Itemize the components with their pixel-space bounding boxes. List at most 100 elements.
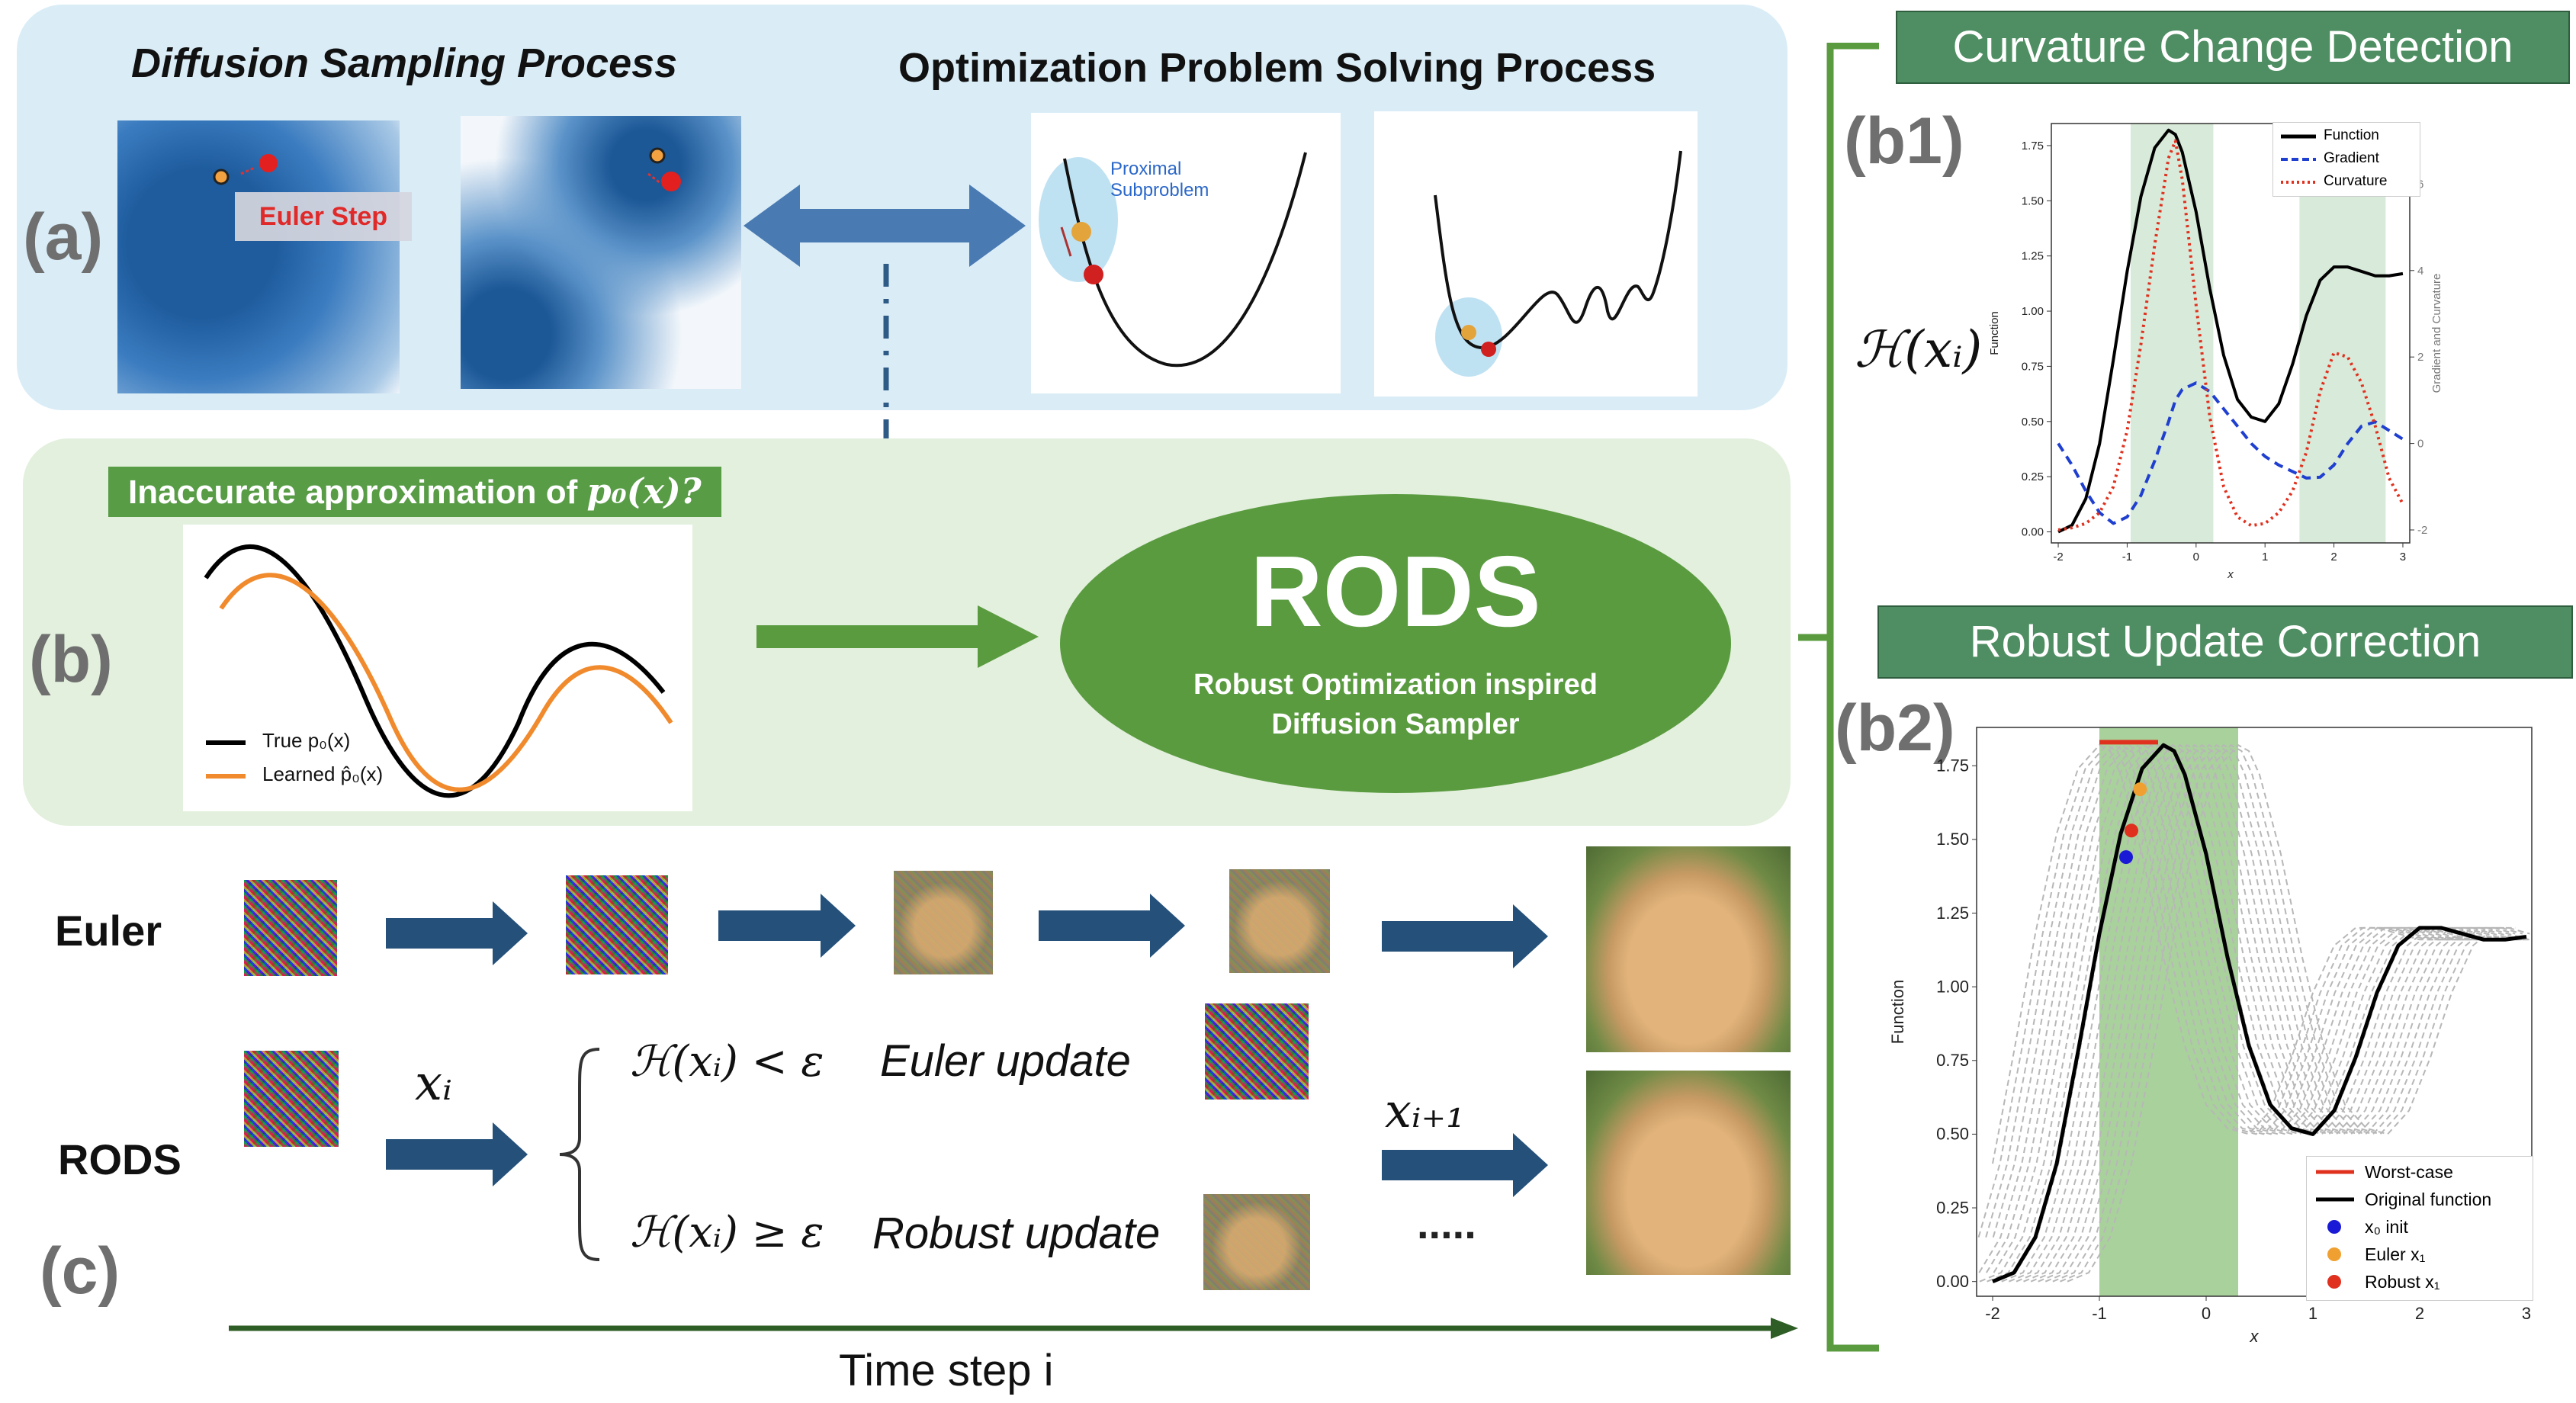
y-axis-label: Function <box>1891 980 1907 1044</box>
y-tick-label-6: 1.50 <box>2022 194 2044 207</box>
question-math: p₀(x)? <box>586 470 702 512</box>
y-tick-label-2: 0.50 <box>1936 1125 1969 1144</box>
rods-subtitle-line1: Robust Optimization inspired <box>1193 669 1598 701</box>
panel-b2-letter: (b2) <box>1835 692 1955 765</box>
panel-b1-letter: (b1) <box>1844 104 1964 178</box>
right-bracket <box>1798 43 1879 1352</box>
y2-tick-label-2: 2 <box>2417 351 2423 364</box>
panel-c-letter: (c) <box>40 1234 120 1308</box>
y-tick-label-0: 0.00 <box>2022 526 2044 539</box>
euler-step-markers <box>213 154 278 185</box>
b2-legend: Worst-case Original function x₀ init Eul… <box>2306 1156 2533 1301</box>
density-markers <box>647 147 681 191</box>
x-i-label: xᵢ <box>415 1055 452 1112</box>
marker-euler-x1 <box>2133 782 2147 797</box>
shifted-function-copy-10 <box>2001 743 2514 1283</box>
rods-arrow-in <box>386 1122 528 1186</box>
x-tick-label-2: 0 <box>2193 551 2199 563</box>
condition-low: ℋ(xᵢ) < ε <box>630 1037 824 1087</box>
euler-final-cat-image <box>1586 846 1791 1052</box>
b1-legend-gradient: Gradient <box>2324 150 2379 166</box>
shifted-function-copy-15 <box>2038 743 2529 1283</box>
question-label-text: Inaccurate approximation of <box>128 474 578 511</box>
x-tick-label-4: 2 <box>2330 551 2337 563</box>
marker-robust-x1 <box>2125 824 2138 838</box>
euler-step-label: Euler Step <box>235 192 412 241</box>
approximation-plot: True p₀(x) Learned p̂₀(x) <box>183 525 692 811</box>
b1-legend-swatches <box>2281 134 2316 184</box>
b1-legend: Function Gradient Curvature <box>2272 122 2420 197</box>
plot-frame <box>1976 727 2533 1297</box>
euler-arrow-2 <box>718 894 856 958</box>
x-tick-label-2: 0 <box>2202 1304 2211 1323</box>
optimization-plot-1: Proximal Subproblem <box>1031 113 1341 393</box>
x-tick-label-1: -1 <box>2122 551 2132 563</box>
x-tick-label-5: 3 <box>2400 551 2406 563</box>
condition-high: ℋ(xᵢ) ≥ ε <box>630 1208 824 1257</box>
b1-legend-function: Function <box>2324 127 2379 143</box>
rods-euler-update-image <box>1205 1003 1309 1100</box>
legend-learned: Learned p̂₀(x) <box>262 762 384 785</box>
proximal-label: Proximal Subproblem <box>1110 159 1209 201</box>
rods-row-label: RODS <box>58 1135 181 1183</box>
y-tick-label-6: 1.50 <box>1936 830 1969 849</box>
y2-tick-label-4: 6 <box>2417 178 2423 191</box>
shifted-function-copy-13 <box>2023 743 2515 1283</box>
rods-ellipse <box>1060 494 1731 793</box>
x-tick-label-3: 1 <box>2308 1304 2317 1323</box>
inaccurate-approx-label: Inaccurate approximation of p₀(x)? <box>108 467 721 517</box>
equivalence-double-arrow <box>744 185 1026 267</box>
y-tick-label-3: 0.75 <box>2022 360 2044 373</box>
euler-arrow-3 <box>1039 894 1185 958</box>
x-tick-label-0: -2 <box>1985 1304 2000 1323</box>
x-tick-label-1: -1 <box>2092 1304 2107 1323</box>
x-i-plus-1-label: xᵢ₊₁ <box>1385 1083 1466 1138</box>
x-axis-label: x <box>2250 1327 2260 1346</box>
rods-arrow-out <box>1382 1133 1548 1197</box>
proximal-label-line1: Proximal <box>1110 159 1182 179</box>
b2-legend-x0: x₀ init <box>2365 1217 2408 1237</box>
y-axis-label: Function <box>1988 311 2001 355</box>
shifted-function-copy-14 <box>2030 743 2523 1283</box>
y-tick-label-0: 0.00 <box>1936 1272 1969 1291</box>
panel-b-letter: (b) <box>29 623 113 696</box>
y-tick-label-7: 1.75 <box>2022 140 2044 152</box>
shifted-function-copy-12 <box>2016 743 2529 1283</box>
x-tick-label-4: 2 <box>2415 1304 2424 1323</box>
time-axis-label: Time step i <box>839 1346 1054 1395</box>
euler-noise-image-2 <box>566 875 668 974</box>
euler-partial-image-2 <box>1229 869 1330 973</box>
y2-tick-label-0: -2 <box>2417 524 2427 537</box>
density-image-2 <box>461 116 741 389</box>
convex-curve <box>1039 152 1307 368</box>
b2-legend-robust: Robust x₁ <box>2365 1272 2440 1292</box>
euler-arrow-4 <box>1382 904 1548 968</box>
density-image-1 <box>117 120 400 393</box>
y-tick-label-3: 0.75 <box>1936 1051 1969 1070</box>
rods-brace <box>559 1048 600 1261</box>
nonconvex-curve <box>1434 150 1682 377</box>
shaded-region-0 <box>2099 727 2238 1296</box>
time-axis-arrow <box>229 1318 1798 1339</box>
shifted-function-copy-19 <box>2067 743 2516 1283</box>
y-tick-label-4: 1.00 <box>2022 305 2044 318</box>
to-rods-arrow <box>756 605 1039 668</box>
panel-a-letter: (a) <box>23 201 104 274</box>
euler-update-label: Euler update <box>880 1036 1131 1086</box>
x-tick-label-0: -2 <box>2053 551 2063 563</box>
b2-legend-worst: Worst-case <box>2365 1162 2453 1182</box>
shaded-region-0 <box>2130 124 2214 543</box>
b2-legend-euler: Euler x₁ <box>2365 1244 2426 1264</box>
y-tick-label-1: 0.25 <box>1936 1198 1969 1217</box>
x-tick-label-3: 1 <box>2262 551 2268 563</box>
rods-final-cat-image <box>1586 1071 1791 1275</box>
rods-subtitle: Robust Optimization inspired Diffusion S… <box>1060 665 1731 744</box>
y2-axis-label: Gradient and Curvature <box>2430 274 2440 393</box>
robust-banner: Robust Update Correction <box>1877 605 2573 679</box>
b2-legend-original: Original function <box>2365 1190 2492 1209</box>
continuation-ellipsis: ..... <box>1417 1199 1476 1247</box>
shifted-function-copy-0 <box>1992 743 2463 1164</box>
approximation-curves <box>204 544 673 798</box>
